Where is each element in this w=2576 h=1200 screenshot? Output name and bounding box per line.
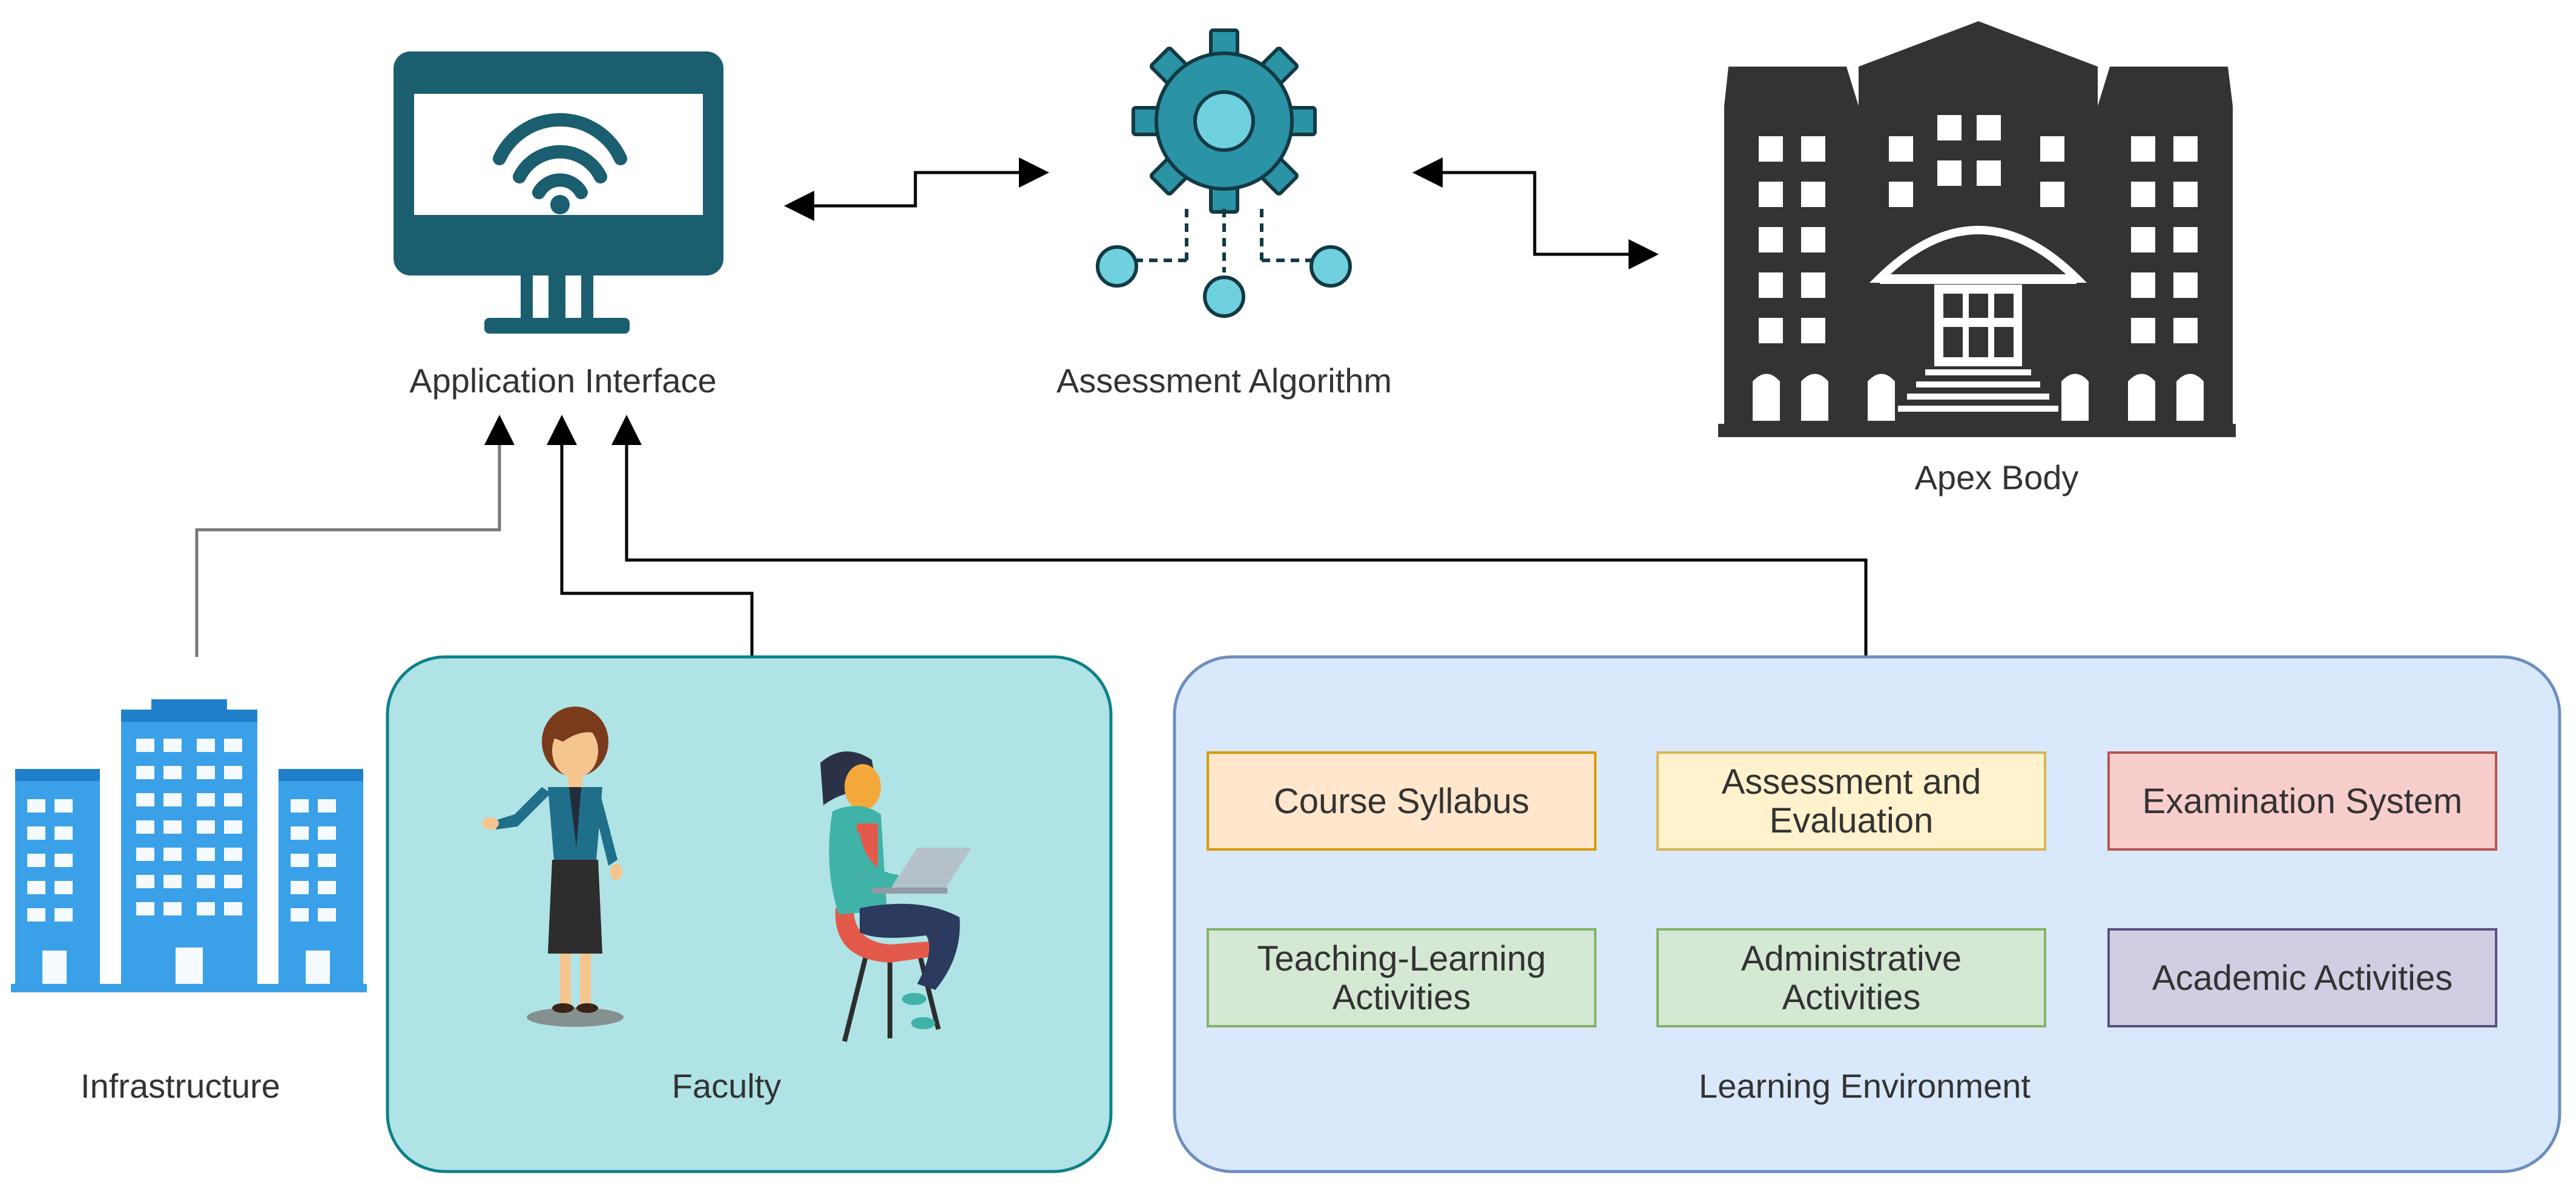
gear-network-icon — [1096, 28, 1352, 318]
learning-item: Examination System — [2107, 751, 2497, 851]
connectors — [195, 157, 1868, 657]
learning-item-box — [2107, 751, 2497, 851]
learning-item-box — [1207, 928, 1596, 1027]
assessment-algorithm-label: Assessment Algorithm — [1056, 361, 1392, 400]
application-interface-label: Application Interface — [409, 361, 716, 400]
seated-woman-laptop-icon — [820, 751, 972, 1042]
connector-infrastructure-app — [195, 415, 515, 657]
office-buildings-icon — [11, 699, 367, 992]
connector-algorithm-apex — [1412, 157, 1659, 269]
learning-item-label: Activities — [1782, 978, 1921, 1017]
connector-faculty-app — [547, 415, 754, 657]
learning-environment-label: Learning Environment — [1699, 1067, 2031, 1105]
faculty-label: Faculty — [672, 1067, 782, 1105]
infrastructure-label: Infrastructure — [81, 1067, 280, 1105]
learning-item-box — [2107, 928, 2497, 1027]
monitor-wifi-icon — [394, 51, 723, 334]
connector-learning-app — [611, 415, 1868, 657]
learning-item-label: Teaching-Learning — [1257, 939, 1546, 978]
learning-item-box — [1656, 751, 2046, 851]
learning-item-label: Academic Activities — [2152, 958, 2452, 998]
learning-item-label: Assessment and — [1722, 762, 1981, 802]
learning-item-box — [1207, 751, 1596, 851]
learning-item-label: Activities — [1332, 978, 1471, 1017]
learning-item-box — [1656, 928, 2046, 1027]
learning-item-label: Administrative — [1741, 939, 1962, 978]
university-building-icon — [1718, 21, 2236, 437]
learning-item: Academic Activities — [2107, 928, 2497, 1027]
learning-item-label: Evaluation — [1770, 801, 1934, 840]
learning-item-label: Course Syllabus — [1274, 782, 1529, 821]
apex-body-label: Apex Body — [1915, 458, 2079, 496]
standing-woman-icon — [482, 707, 624, 1027]
learning-item: Course Syllabus — [1207, 751, 1596, 851]
connector-app-algorithm — [784, 157, 1049, 221]
learning-item-label: Examination System — [2143, 782, 2463, 821]
